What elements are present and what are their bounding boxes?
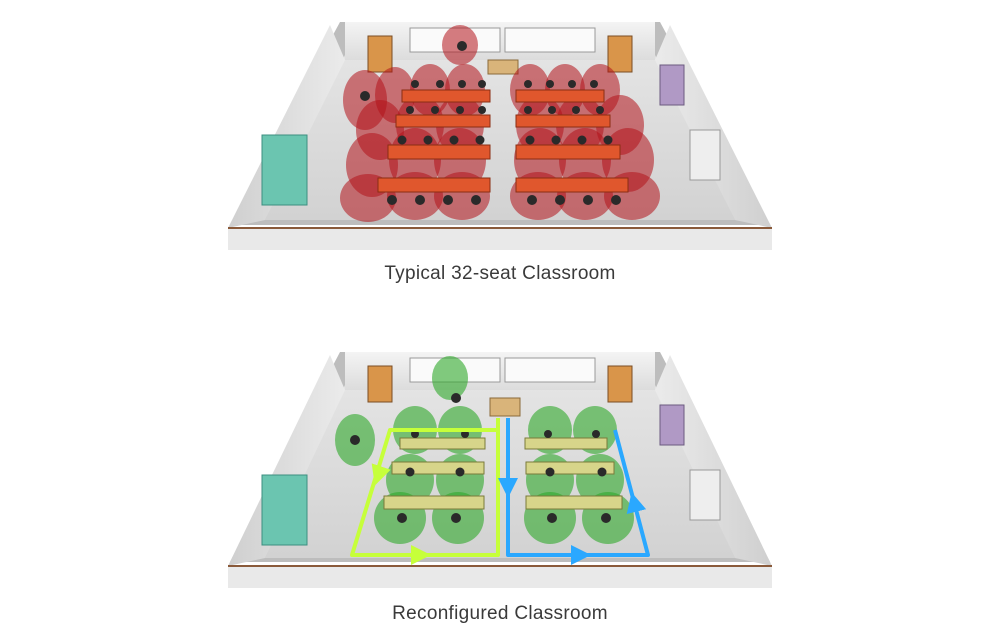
bulletin-board: [261, 474, 308, 546]
right-circulation-path: [498, 418, 650, 565]
typical-classroom-figure: Typical 32-seat Classroom: [0, 0, 1000, 300]
bulletin-board: [261, 134, 308, 206]
reconfigured-classroom-figure: Reconfigured Classroom: [0, 340, 1000, 638]
typical-classroom-illustration: [228, 22, 772, 250]
left-circulation-path: [350, 418, 500, 565]
front-wall: [228, 566, 772, 588]
figure-caption: Typical 32-seat Classroom: [384, 263, 616, 284]
student-desks: [377, 89, 629, 193]
left-wall: [228, 355, 345, 566]
teacher-desk: [487, 59, 519, 75]
poster: [659, 64, 685, 106]
whiteboard: [504, 357, 596, 383]
poster: [689, 129, 721, 181]
teacher-desk: [489, 397, 521, 417]
left-wall: [228, 25, 345, 228]
poster: [659, 404, 685, 446]
figure-caption: Reconfigured Classroom: [392, 603, 608, 624]
student-desks: [383, 437, 623, 510]
students: [360, 41, 621, 205]
whiteboard: [504, 27, 596, 53]
reconfigured-classroom-illustration: [228, 352, 772, 588]
back-right-door: [607, 365, 633, 403]
front-wall: [228, 228, 772, 250]
poster: [689, 469, 721, 521]
back-right-door: [607, 35, 633, 73]
back-left-door: [367, 365, 393, 403]
back-left-door: [367, 35, 393, 73]
